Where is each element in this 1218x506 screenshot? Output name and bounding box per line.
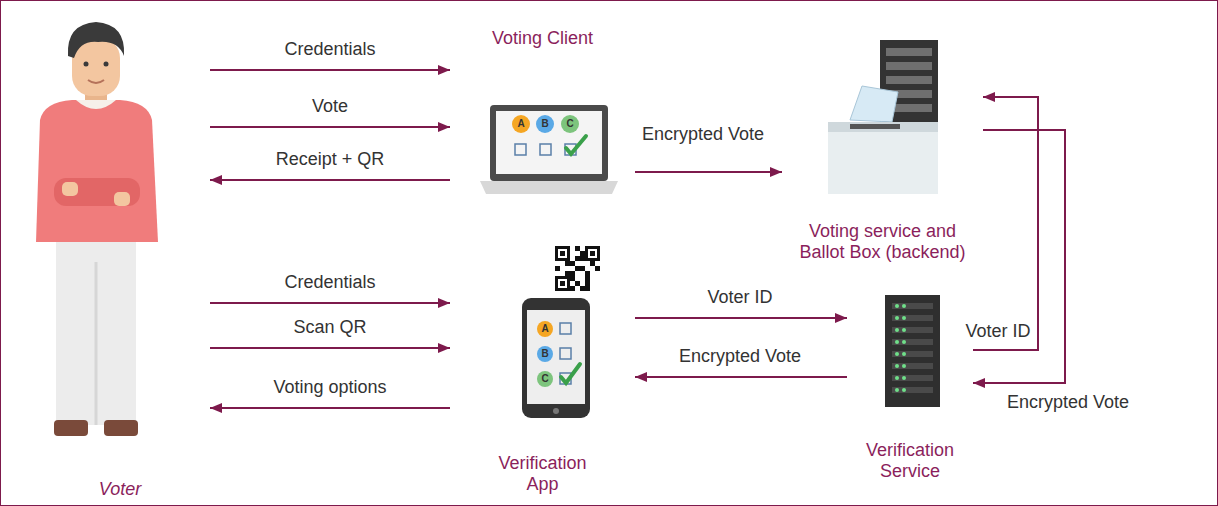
node-label: Voting Client (492, 28, 593, 49)
laptop-icon (480, 105, 618, 194)
arrow-label: Scan QR (290, 317, 369, 338)
illustrated-node: Voting service and Ballot Box (backend) (782, 35, 983, 263)
flow-arrow (635, 317, 847, 319)
phone-icon (522, 298, 590, 418)
node-label: Verification Service (850, 440, 970, 482)
illustrated-node: Voting Client (450, 28, 635, 203)
option-letter: B (541, 349, 548, 359)
option-letter: C (541, 374, 548, 384)
arrow-label: Credentials (281, 39, 378, 60)
option-letter: C (566, 119, 573, 129)
node-label: Voting service and Ballot Box (backend) (785, 221, 980, 263)
arrow-label: Receipt + QR (273, 149, 388, 170)
flow-arrow (210, 347, 450, 349)
flow-arrow (635, 171, 782, 173)
arrow-label: Encrypted Vote (639, 124, 767, 145)
voter-figure (36, 22, 158, 436)
flow-arrow (973, 130, 1065, 383)
node-label: Voter (99, 479, 141, 500)
arrow-label: Encrypted Vote (676, 346, 804, 367)
option-letter: A (541, 324, 548, 334)
arrow-label: Encrypted Vote (1004, 392, 1132, 413)
illustrated-node: Verification App (450, 238, 635, 495)
arrow-label: Voting options (270, 377, 389, 398)
arrow-label: Voter ID (704, 287, 775, 308)
server-icon (885, 295, 940, 407)
flow-arrow (973, 97, 1038, 350)
flow-arrow (210, 126, 450, 128)
arrow-label: Credentials (281, 272, 378, 293)
illustrated-node: Voter (30, 15, 210, 500)
qr-code (553, 243, 600, 293)
flow-arrow (210, 179, 450, 181)
ballot-box-icon (828, 40, 938, 194)
node-label: Verification App (484, 453, 602, 495)
option-letter: B (541, 119, 548, 129)
arrow-label: Voter ID (962, 321, 1033, 342)
flow-arrow (210, 69, 450, 71)
option-letter: A (517, 119, 524, 129)
flow-arrow (635, 376, 847, 378)
illustrated-node: Verification Service (847, 290, 973, 482)
flow-arrow (210, 302, 450, 304)
flow-arrow (210, 407, 450, 409)
arrow-label: Vote (309, 96, 351, 117)
